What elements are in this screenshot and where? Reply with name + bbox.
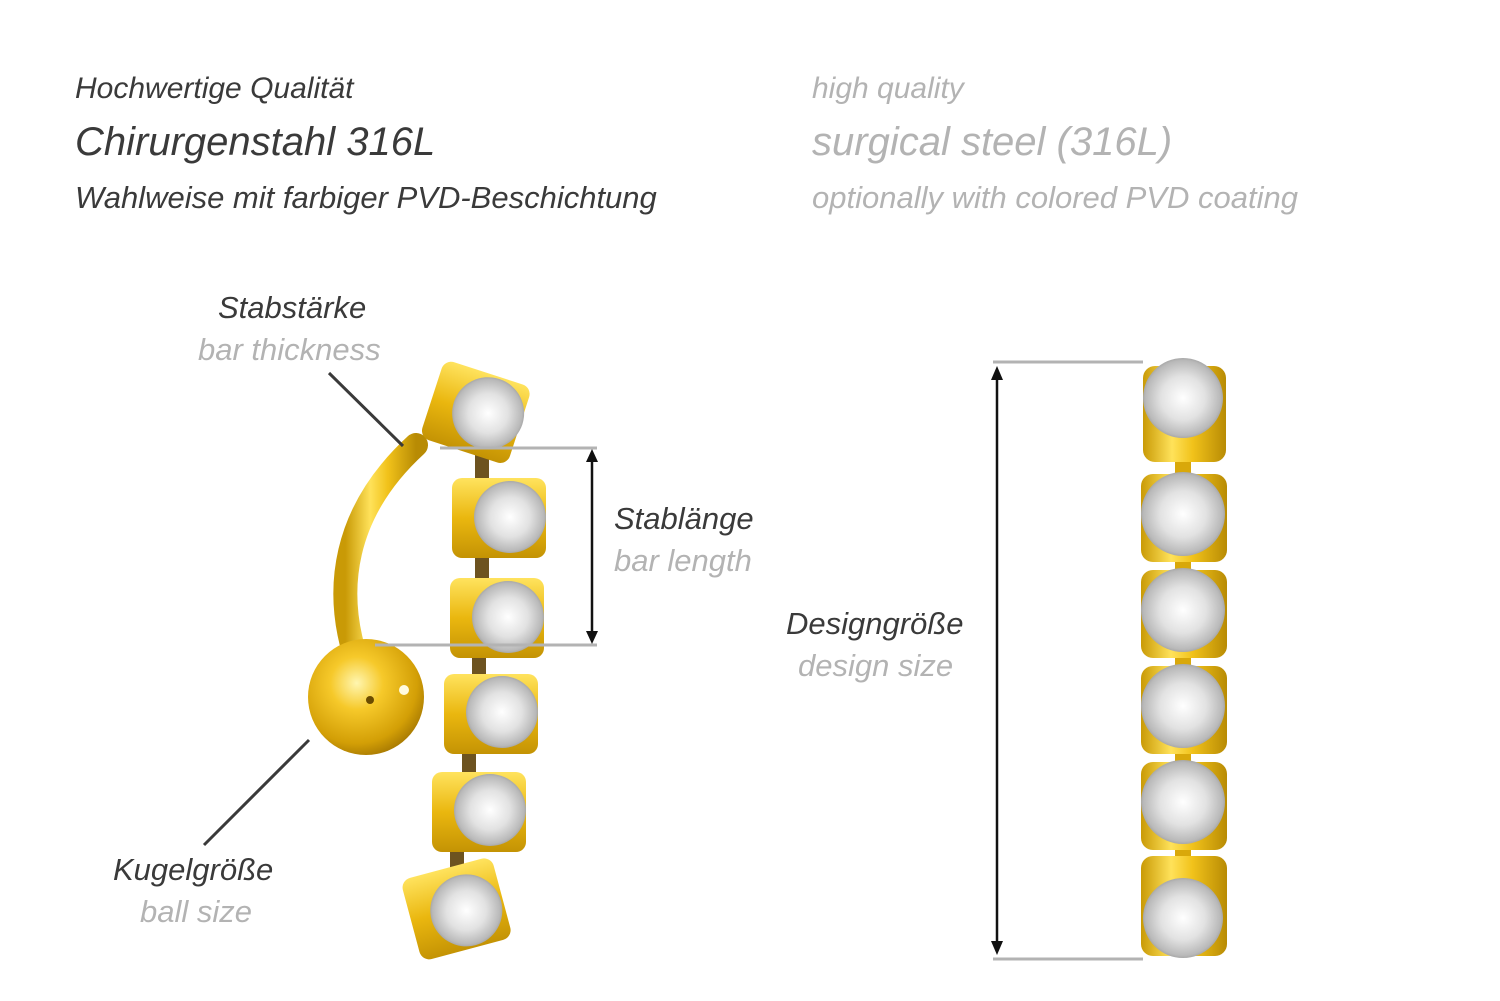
curved-bar xyxy=(333,433,428,682)
label-bar-length-en: bar length xyxy=(614,543,752,578)
label-bar-length-de: Stablänge xyxy=(614,501,754,536)
label-ball-size-de: Kugelgröße xyxy=(113,852,274,887)
header-en-coating: optionally with colored PVD coating xyxy=(812,180,1298,215)
label-ball-size-en: ball size xyxy=(140,894,252,929)
ball xyxy=(308,639,424,755)
stone-setting-side-4 xyxy=(444,674,538,754)
stone-setting-side-1 xyxy=(421,361,530,463)
ball-size-leader xyxy=(202,738,311,847)
stone-setting-side-2 xyxy=(452,478,546,558)
stone-setting-side-5 xyxy=(432,772,526,852)
header-en-quality: high quality xyxy=(812,72,964,105)
label-design-size-en: design size xyxy=(798,648,954,683)
header-de-coating: Wahlweise mit farbiger PVD-Beschichtung xyxy=(75,180,657,215)
label-design-size-de: Designgröße xyxy=(786,606,964,641)
header-en-material: surgical steel (316L) xyxy=(812,120,1173,164)
design-front-view xyxy=(1141,358,1227,958)
label-bar-thickness-en: bar thickness xyxy=(198,332,381,367)
stone-setting-side-6 xyxy=(402,858,511,960)
header-de-material: Chirurgenstahl 316L xyxy=(75,120,436,164)
stone-setting-side-3 xyxy=(450,578,544,658)
header-de-quality: Hochwertige Qualität xyxy=(75,72,354,105)
design-size-arrow xyxy=(991,366,1003,955)
label-bar-thickness-de: Stabstärke xyxy=(218,290,367,325)
bar-length-arrow xyxy=(586,449,598,644)
bar-thickness-leader xyxy=(327,371,405,448)
